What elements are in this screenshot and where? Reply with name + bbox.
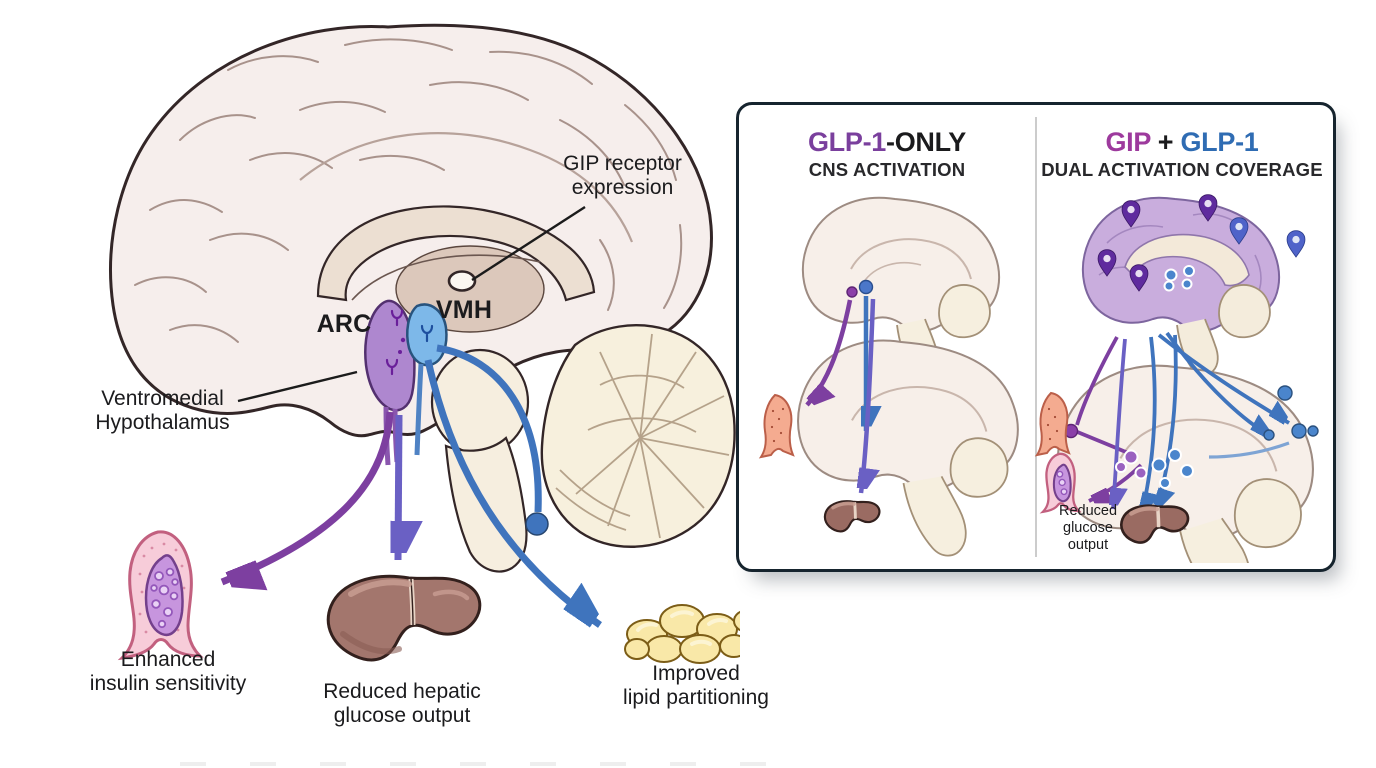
glp1-arc-dot bbox=[846, 286, 858, 298]
brain-sagittal-section bbox=[109, 23, 736, 628]
dual-site-cluster bbox=[1115, 448, 1194, 489]
muscle-icon bbox=[117, 530, 204, 661]
outcome-label-lipid: Improved lipid partitioning bbox=[623, 662, 769, 710]
glp1-projection-arrow-adipose bbox=[424, 359, 600, 628]
plus-text: + bbox=[1150, 127, 1181, 157]
dual-projection-arrows bbox=[1074, 331, 1289, 514]
outcome-label-hepatic: Reduced hepatic glucose output bbox=[323, 680, 481, 728]
gip-receptor-label: GIP receptor expression bbox=[563, 152, 682, 200]
comparison-panel: GLP-1-ONLY CNS ACTIVATION GIP + GLP-1 DU… bbox=[736, 95, 1342, 572]
muscle-icon bbox=[758, 393, 795, 459]
left-lower-brain bbox=[797, 339, 1019, 557]
left-column-title: GLP-1-ONLY CNS ACTIVATION bbox=[739, 127, 1035, 181]
glp1only-arrow-muscle bbox=[805, 299, 853, 405]
right-upper-brain bbox=[1082, 196, 1281, 376]
brainstem-terminal-dot bbox=[525, 512, 549, 536]
gyri-lines bbox=[134, 38, 683, 343]
vmh-nucleus bbox=[406, 303, 448, 367]
muscle-icon bbox=[1039, 452, 1082, 514]
liver-icon bbox=[1120, 504, 1190, 544]
ventromedial-hypothalamus-label: Ventromedial Hypothalamus bbox=[95, 387, 230, 435]
arc-label: ARC bbox=[316, 310, 372, 338]
gip-accent: GIP bbox=[1105, 127, 1151, 157]
dual-projection-arrow-liver bbox=[398, 414, 399, 561]
vmh-label: VMH bbox=[435, 296, 493, 324]
cingulate-line bbox=[299, 132, 634, 243]
receptor-icon bbox=[420, 324, 434, 343]
inset-illustration bbox=[758, 194, 1319, 563]
left-column-subtitle: CNS ACTIVATION bbox=[808, 159, 966, 180]
reduced-glucose-note: Reduced glucose output bbox=[1058, 503, 1118, 554]
cropped-text-artifact bbox=[180, 762, 780, 766]
panel-divider bbox=[1035, 117, 1037, 557]
location-pin-icons bbox=[1097, 194, 1306, 292]
glp1-accent: GLP-1 bbox=[807, 127, 886, 157]
right-column-title: GIP + GLP-1 DUAL ACTIVATION COVERAGE bbox=[1037, 127, 1327, 181]
gip-receptor-pointer-line bbox=[471, 205, 586, 282]
right-column-subtitle: DUAL ACTIVATION COVERAGE bbox=[1041, 159, 1323, 180]
glp1-terminal-dots bbox=[1263, 385, 1319, 441]
cerebellum bbox=[540, 324, 736, 548]
only-text: -ONLY bbox=[886, 127, 967, 157]
adipose-icon bbox=[624, 604, 740, 664]
fornix-line bbox=[351, 254, 541, 301]
gip-projection-arrow-muscle bbox=[220, 411, 394, 582]
receptor-icon bbox=[385, 309, 404, 376]
liver-icon bbox=[823, 500, 881, 533]
muscle-icon bbox=[1034, 391, 1071, 457]
gip-receptor-site bbox=[447, 270, 477, 292]
glp1-vmh-dot bbox=[858, 279, 874, 295]
glp1-accent: GLP-1 bbox=[1180, 127, 1259, 157]
corpus-callosum bbox=[316, 205, 596, 302]
vmh-pointer-line bbox=[237, 370, 358, 403]
glp1-site-dots bbox=[1163, 265, 1195, 292]
main-brain-illustration bbox=[109, 23, 740, 664]
glp1only-arrow-liver bbox=[861, 298, 873, 494]
insulin-granules bbox=[150, 567, 179, 629]
glp1-brainstem-fiber bbox=[436, 344, 542, 513]
liver-icon bbox=[326, 574, 482, 662]
outcome-label-insulin: Enhanced insulin sensitivity bbox=[89, 648, 247, 696]
